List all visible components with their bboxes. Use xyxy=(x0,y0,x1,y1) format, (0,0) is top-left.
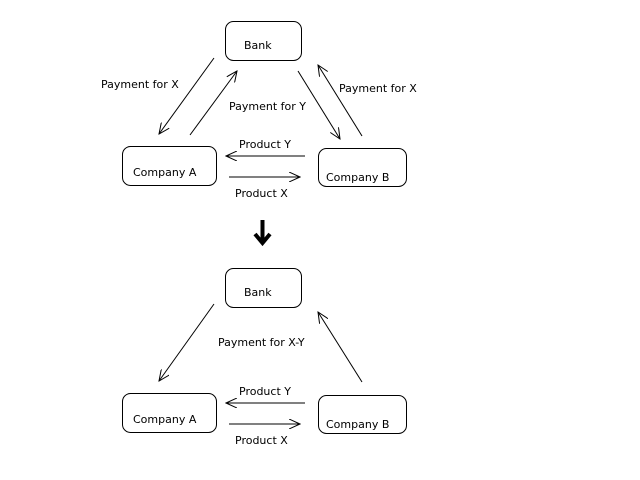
bank-label: Bank xyxy=(244,39,272,52)
company-b-label-after: Company B xyxy=(326,418,389,431)
bank-label-after: Bank xyxy=(244,286,272,299)
label-payment-for-x-right: Payment for X xyxy=(339,82,417,95)
bank-node xyxy=(225,21,302,61)
label-payment-for-y: Payment for Y xyxy=(229,100,306,113)
arrow-company-b-to-bank-after xyxy=(318,312,363,383)
diagram-before: Bank Company A Company B Payment for X P… xyxy=(101,21,417,200)
label-product-y: Product Y xyxy=(239,138,291,151)
company-b-node-after xyxy=(318,395,407,434)
arrow-company-a-to-bank xyxy=(189,71,237,136)
bank-node-after xyxy=(225,268,302,308)
company-b-node xyxy=(318,148,407,187)
arrow-bank-to-company-a xyxy=(159,57,215,134)
company-b-label: Company B xyxy=(326,171,389,184)
label-payment-for-x-minus-y: Payment for X-Y xyxy=(218,336,305,349)
company-a-label-after: Company A xyxy=(133,413,197,426)
label-product-x: Product X xyxy=(235,187,288,200)
arrow-bank-to-company-a-after xyxy=(159,303,215,381)
label-product-y-after: Product Y xyxy=(239,385,291,398)
label-payment-for-x-left: Payment for X xyxy=(101,78,179,91)
arrow-company-b-to-bank xyxy=(318,65,363,137)
company-a-label: Company A xyxy=(133,166,197,179)
company-a-node-after xyxy=(122,393,217,433)
diagram-after: Bank Company A Company B Payment for X-Y… xyxy=(122,268,407,447)
label-product-x-after: Product X xyxy=(235,434,288,447)
down-arrow-icon xyxy=(253,220,272,247)
arrow-bank-to-company-b xyxy=(297,70,340,139)
company-a-node xyxy=(122,146,217,186)
